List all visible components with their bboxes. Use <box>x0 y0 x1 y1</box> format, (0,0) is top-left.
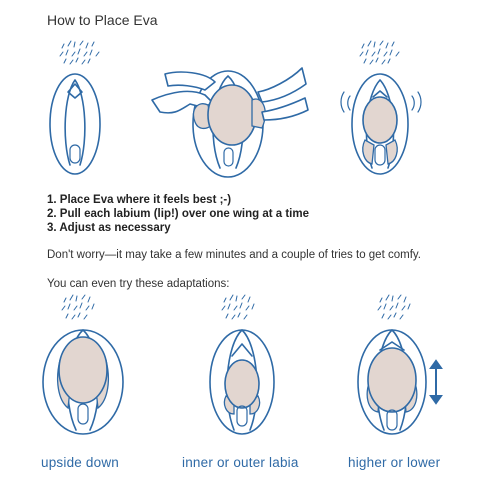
caption-inner-outer: inner or outer labia <box>182 455 299 470</box>
steps-list: 1. Place Eva where it feels best ;-) 2. … <box>47 193 309 235</box>
caption-upside-down: upside down <box>41 455 120 470</box>
step-1: 1. Place Eva where it feels best ;-) <box>47 194 232 206</box>
right-hand <box>257 67 307 103</box>
hair-icon <box>59 40 100 65</box>
anatomy-figure-1 <box>49 40 101 175</box>
adaptation-higher-lower <box>357 294 443 435</box>
page-title: How to Place Eva <box>47 12 158 28</box>
step-3: 3. Adjust as necessary <box>47 222 171 234</box>
up-down-arrow-icon <box>429 359 443 405</box>
adaptation-inner-outer <box>209 294 275 435</box>
anatomy-figure-2 <box>151 67 309 178</box>
step-2: 2. Pull each labium (lip!) over one wing… <box>47 208 309 220</box>
caption-higher-lower: higher or lower <box>348 455 441 470</box>
anatomy-figure-3 <box>340 40 422 175</box>
reassurance-note: Don't worry—it may take a few minutes an… <box>47 249 421 261</box>
adaptations-intro: You can even try these adaptations: <box>47 278 230 290</box>
adaptation-upside-down <box>42 294 124 435</box>
